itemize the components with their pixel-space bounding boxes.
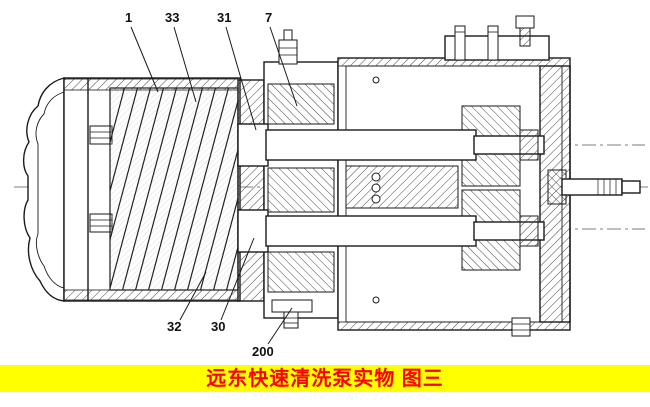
part-label-32: 32	[167, 319, 181, 334]
part-label-7: 7	[265, 10, 272, 25]
part-label-30: 30	[211, 319, 225, 334]
leader-lines	[130, 26, 298, 345]
part-label-200: 200	[252, 344, 274, 359]
part-label-1: 1	[125, 10, 132, 25]
inlet-cap	[22, 77, 65, 302]
bearing-column	[263, 29, 339, 329]
lower-shaft	[237, 209, 545, 253]
caption-banner: 远东快速清洗泵实物 图三	[0, 365, 650, 392]
part-label-33: 33	[165, 10, 179, 25]
screw-conveyor	[109, 87, 239, 291]
front-flange	[237, 79, 265, 302]
upper-shaft	[237, 123, 545, 167]
figure-caption: 远东快速清洗泵实物 图三	[206, 367, 444, 390]
part-label-31: 31	[217, 10, 231, 25]
part-labels: 1 33 31 7 32 30 200	[125, 10, 274, 359]
output-shaft	[547, 169, 641, 205]
